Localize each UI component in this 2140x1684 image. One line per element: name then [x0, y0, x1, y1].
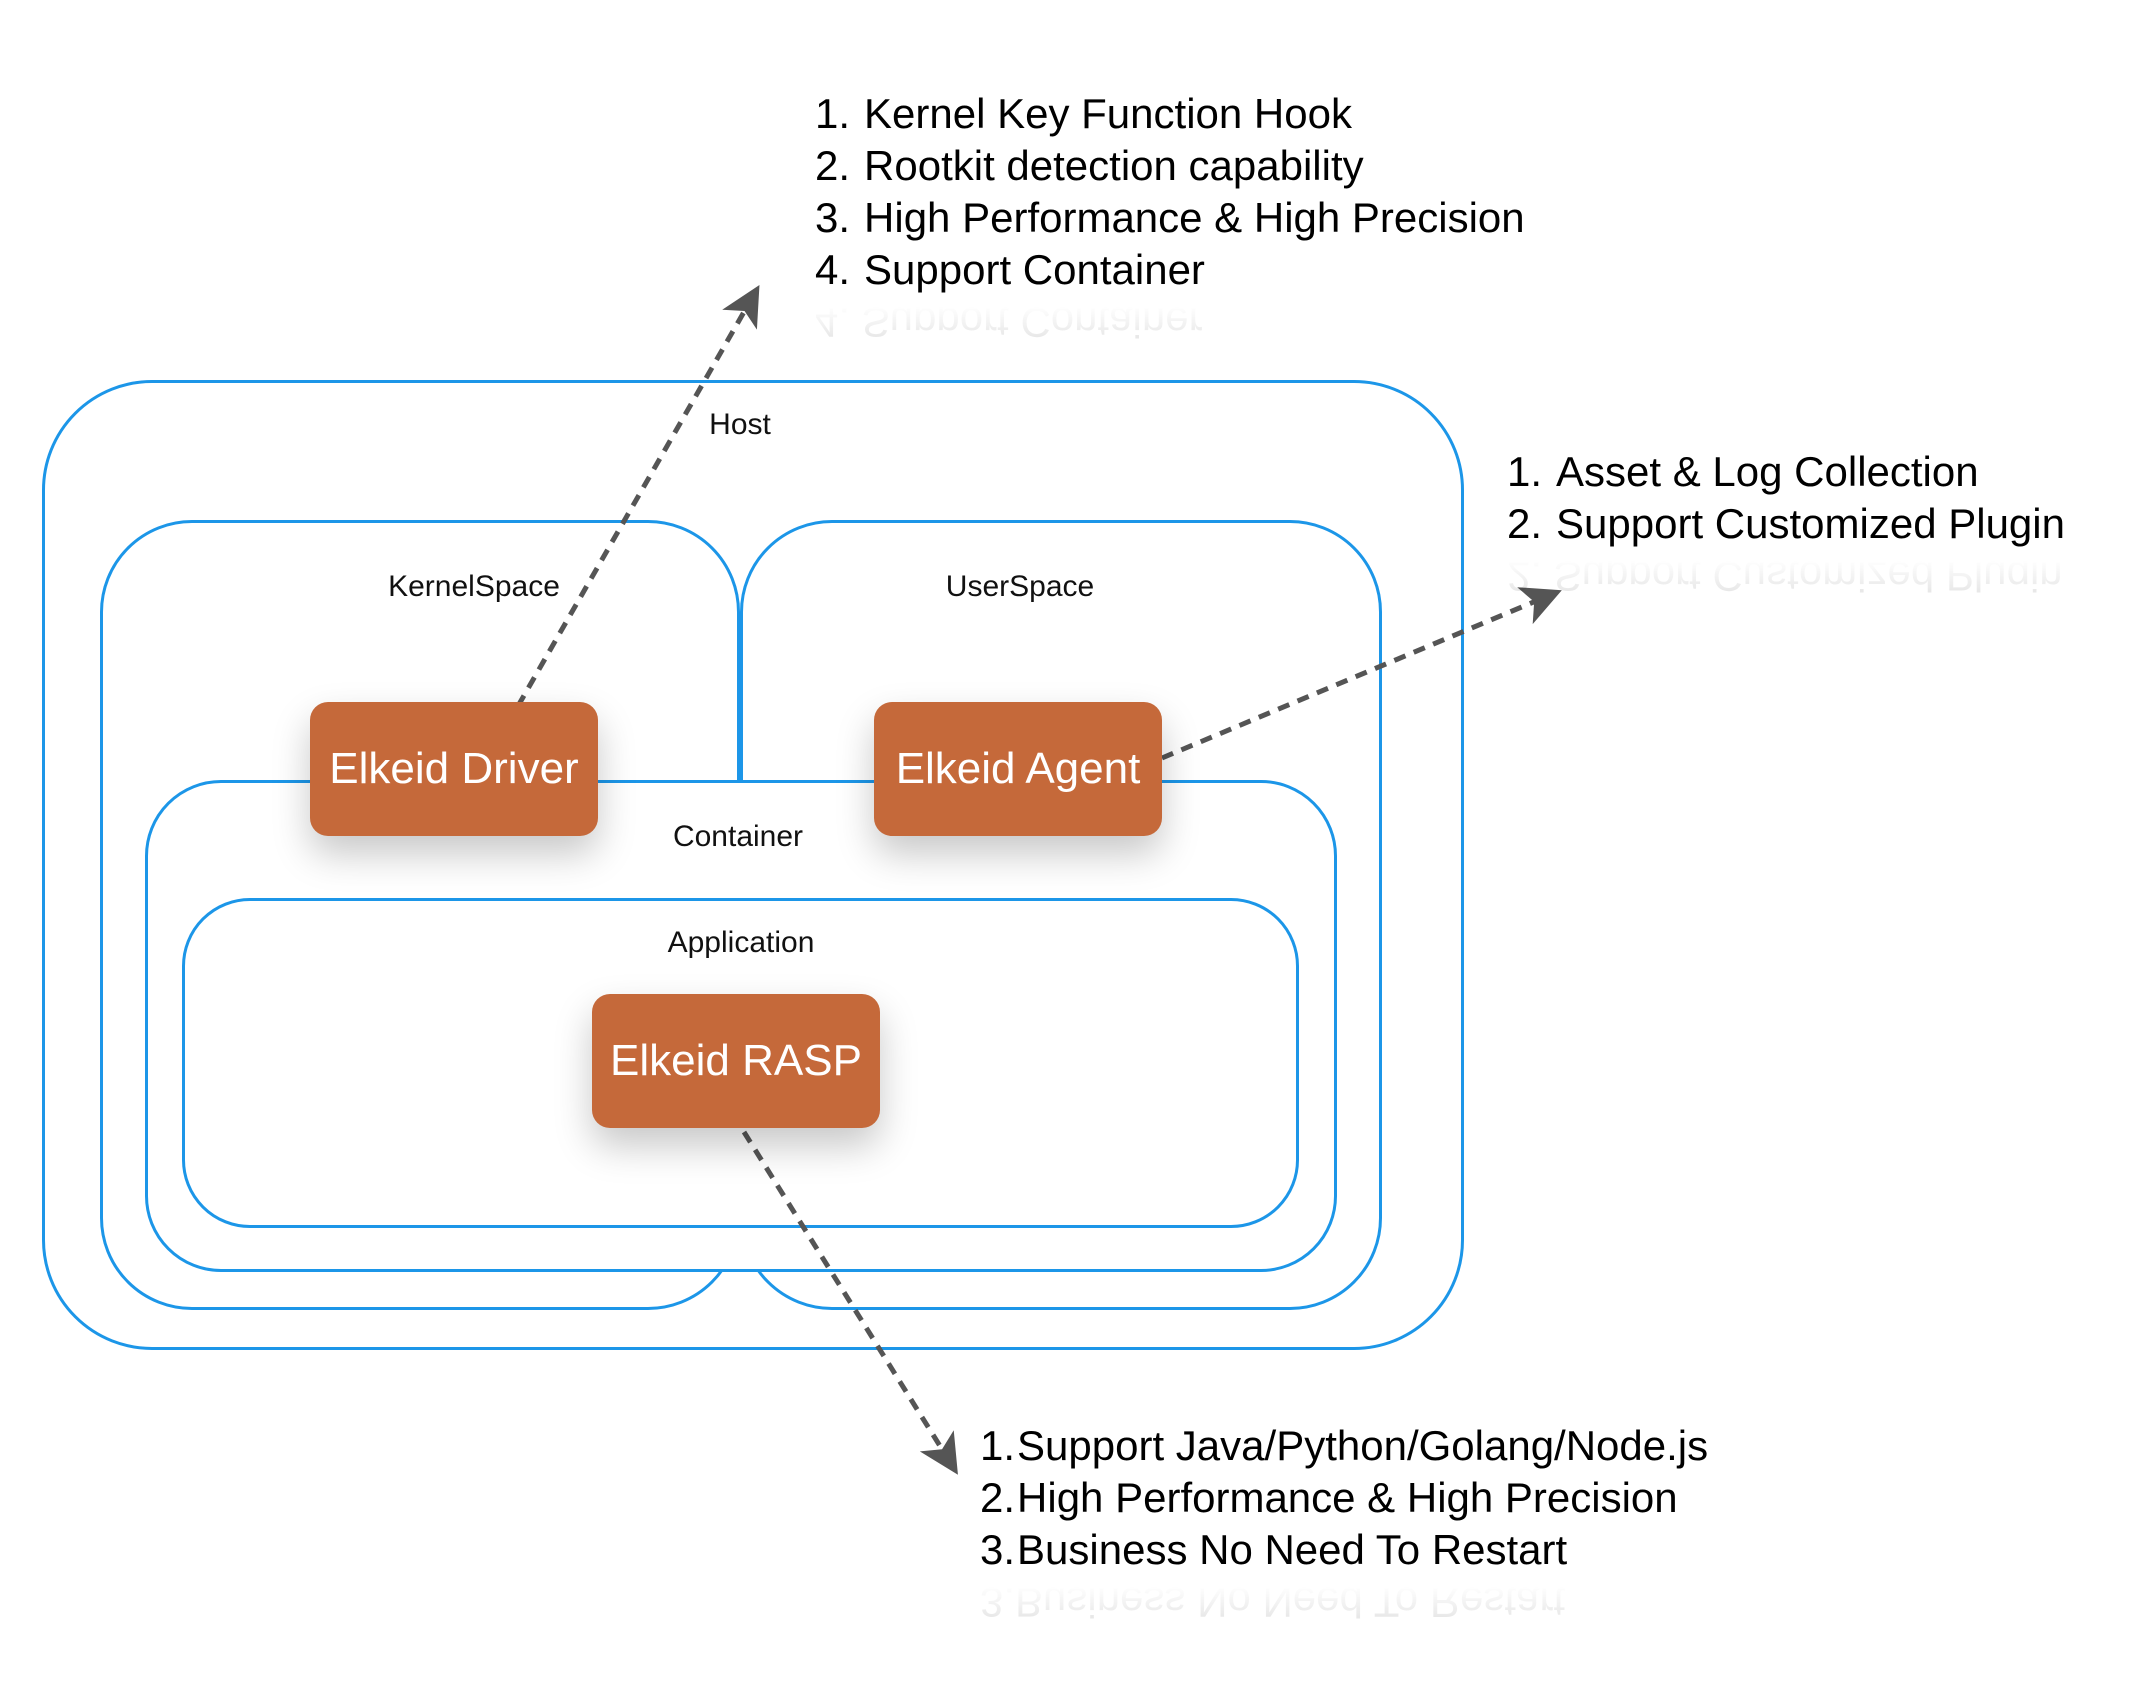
host-label: Host — [709, 408, 771, 441]
rasp-feature-list: 1.Support Java/Python/Golang/Node.js 2.H… — [980, 1420, 1708, 1576]
driver-arrow — [515, 284, 760, 708]
rasp-feature-item: 2.High Performance & High Precision — [980, 1474, 1678, 1521]
agent-feature-reflection: 2. Support Customized Plugin — [1507, 553, 2063, 600]
agent-feature-item: 2.Support Customized Plugin — [1507, 500, 2065, 547]
driver-feature-item: 1.Kernel Key Function Hook — [815, 90, 1352, 137]
application-label: Application — [667, 926, 815, 959]
kernel-space-label: KernelSpace — [388, 570, 560, 603]
driver-feature-item: 4.Support Container — [815, 246, 1205, 293]
user-space-label: UserSpace — [945, 570, 1095, 603]
agent-feature-item: 1.Asset & Log Collection — [1507, 448, 1979, 495]
driver-feature-item: 2.Rootkit detection capability — [815, 142, 1364, 189]
rasp-feature-item: 1.Support Java/Python/Golang/Node.js — [980, 1422, 1709, 1469]
driver-feature-item: 3.High Performance & High Precision — [815, 194, 1525, 241]
elkeid-agent-component: Elkeid Agent — [874, 702, 1162, 836]
rasp-arrow — [741, 1130, 958, 1475]
driver-feature-list: 1.Kernel Key Function Hook 2.Rootkit det… — [815, 88, 1525, 296]
container-label: Container — [672, 820, 804, 853]
agent-feature-list: 1.Asset & Log Collection 2.Support Custo… — [1507, 446, 2065, 550]
rasp-feature-item: 3.Business No Need To Restart — [980, 1526, 1568, 1573]
driver-feature-reflection: 4. Support Container — [815, 299, 1203, 346]
elkeid-rasp-component: Elkeid RASP — [592, 994, 880, 1128]
elkeid-driver-component: Elkeid Driver — [310, 702, 598, 836]
rasp-feature-reflection: 3.Business No Need To Restart — [980, 1579, 1566, 1626]
agent-arrow — [1161, 587, 1562, 761]
